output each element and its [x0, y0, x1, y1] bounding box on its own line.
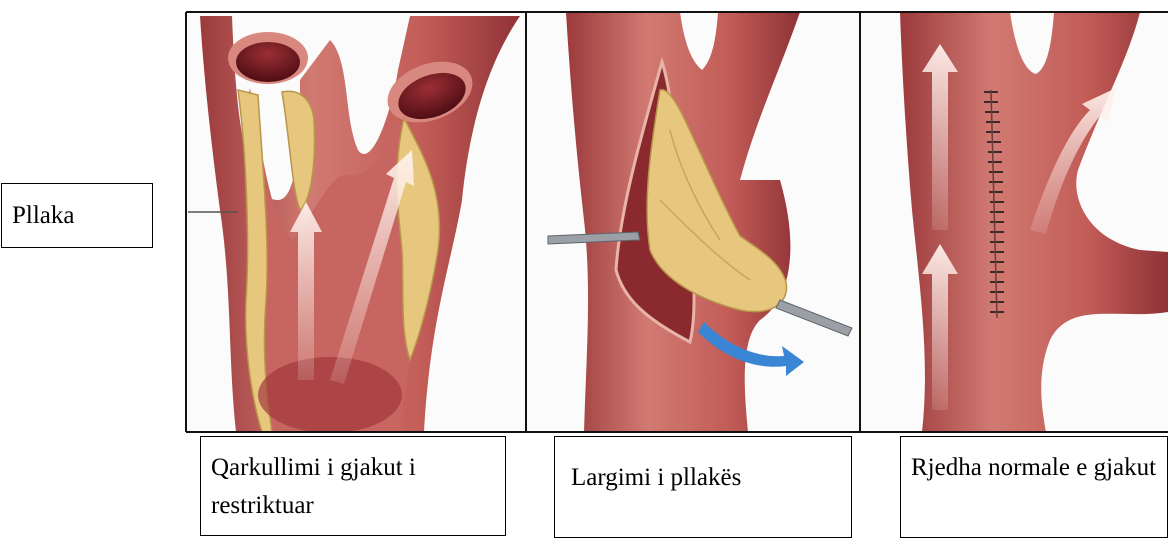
plaque-label-text: Pllaka — [12, 202, 75, 229]
panel-normal-flow — [860, 12, 1168, 432]
panel-restricted-flow — [186, 12, 526, 433]
plaque-label: Pllaka — [1, 183, 153, 248]
caption-text: Rjedha normale e gjakut — [911, 454, 1156, 481]
panel-plaque-removal — [526, 12, 860, 432]
caption-text: Qarkullimi i gjakut i restriktuar — [211, 454, 416, 519]
caption-plaque-removal: Largimi i pllakës — [554, 436, 852, 538]
caption-text: Largimi i pllakës — [571, 464, 741, 491]
caption-restricted-flow: Qarkullimi i gjakut i restriktuar — [200, 436, 506, 536]
caption-normal-flow: Rjedha normale e gjakut — [900, 436, 1168, 538]
